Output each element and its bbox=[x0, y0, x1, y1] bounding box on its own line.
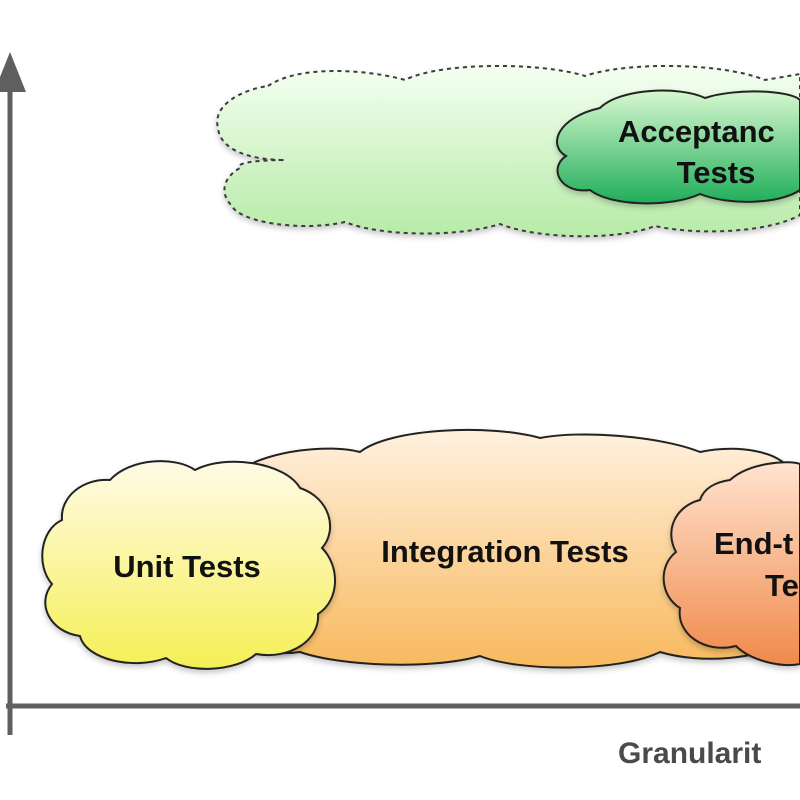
y-axis-arrowhead bbox=[0, 52, 26, 92]
x-axis: Granularit bbox=[6, 703, 800, 770]
acceptance-tests-label-line2: Tests bbox=[677, 155, 756, 190]
end-to-end-tests-label-line2: Te bbox=[765, 568, 799, 603]
x-axis-label: Granularit bbox=[618, 737, 761, 770]
acceptance-tests-label-line1: Acceptanc bbox=[618, 114, 775, 149]
end-to-end-tests-cloud bbox=[662, 461, 800, 666]
end-to-end-tests-label-line1: End-t bbox=[714, 526, 793, 561]
unit-tests-label: Unit Tests bbox=[113, 549, 261, 584]
unit-tests-cloud bbox=[41, 460, 336, 670]
acceptance-tests-cloud bbox=[556, 89, 800, 205]
integration-tests-label: Integration Tests bbox=[381, 534, 628, 569]
y-axis bbox=[0, 52, 26, 735]
